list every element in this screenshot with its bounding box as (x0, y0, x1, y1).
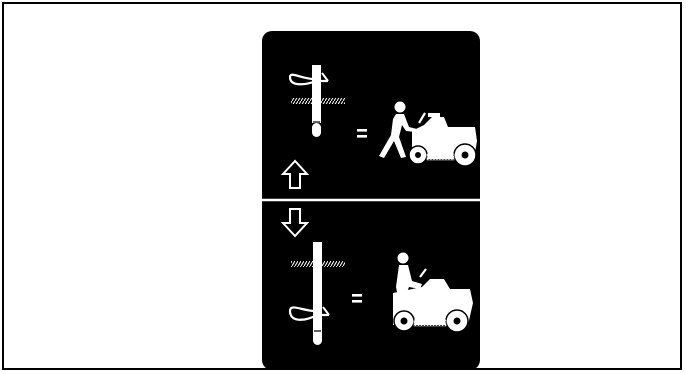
person-driving-tractor-icon (393, 253, 473, 333)
equals-symbol-bottom (352, 294, 362, 303)
arrow-down-icon (283, 209, 307, 236)
arrow-up-icon (283, 161, 307, 188)
decal-graphic (262, 31, 480, 370)
decal-panel (262, 31, 480, 370)
pin-with-ring-pulled-up-icon (290, 65, 345, 137)
figure-frame (2, 2, 682, 370)
equals-symbol-top (357, 129, 367, 138)
pin-with-ring-pushed-down-icon (290, 242, 345, 345)
person-pushing-tractor-icon (379, 102, 477, 167)
